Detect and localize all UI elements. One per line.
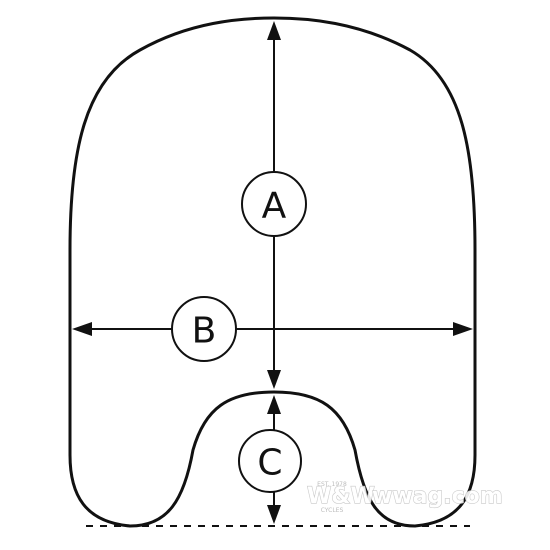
dimension-a-top-arrow: [267, 21, 281, 40]
watermark-top-text: EST. 1978: [317, 481, 347, 488]
watermark: EST. 1978 W&W CYCLES wwag.com: [306, 481, 503, 514]
dimension-b: B: [72, 296, 473, 362]
windshield-outline: [68, 16, 477, 528]
dimension-c-top-arrow: [267, 395, 281, 414]
watermark-bottom-text: CYCLES: [321, 507, 344, 514]
dimension-b-left-arrow: [72, 322, 92, 336]
dimension-b-badge: [171, 296, 237, 362]
dimension-c-label: C: [257, 443, 282, 484]
dimension-c: C: [238, 395, 302, 524]
dimension-a: A: [241, 21, 307, 389]
dimension-c-badge: [238, 429, 302, 493]
dimension-c-bottom-arrow: [267, 505, 281, 524]
watermark-brand: W&W: [307, 484, 375, 509]
dimension-a-bottom-arrow: [267, 370, 281, 389]
dimension-a-label: A: [262, 186, 287, 227]
watermark-url: wwag.com: [372, 484, 503, 509]
dimension-a-badge: [241, 171, 307, 237]
dimension-b-label: B: [192, 311, 217, 352]
dimension-b-right-arrow: [453, 322, 473, 336]
